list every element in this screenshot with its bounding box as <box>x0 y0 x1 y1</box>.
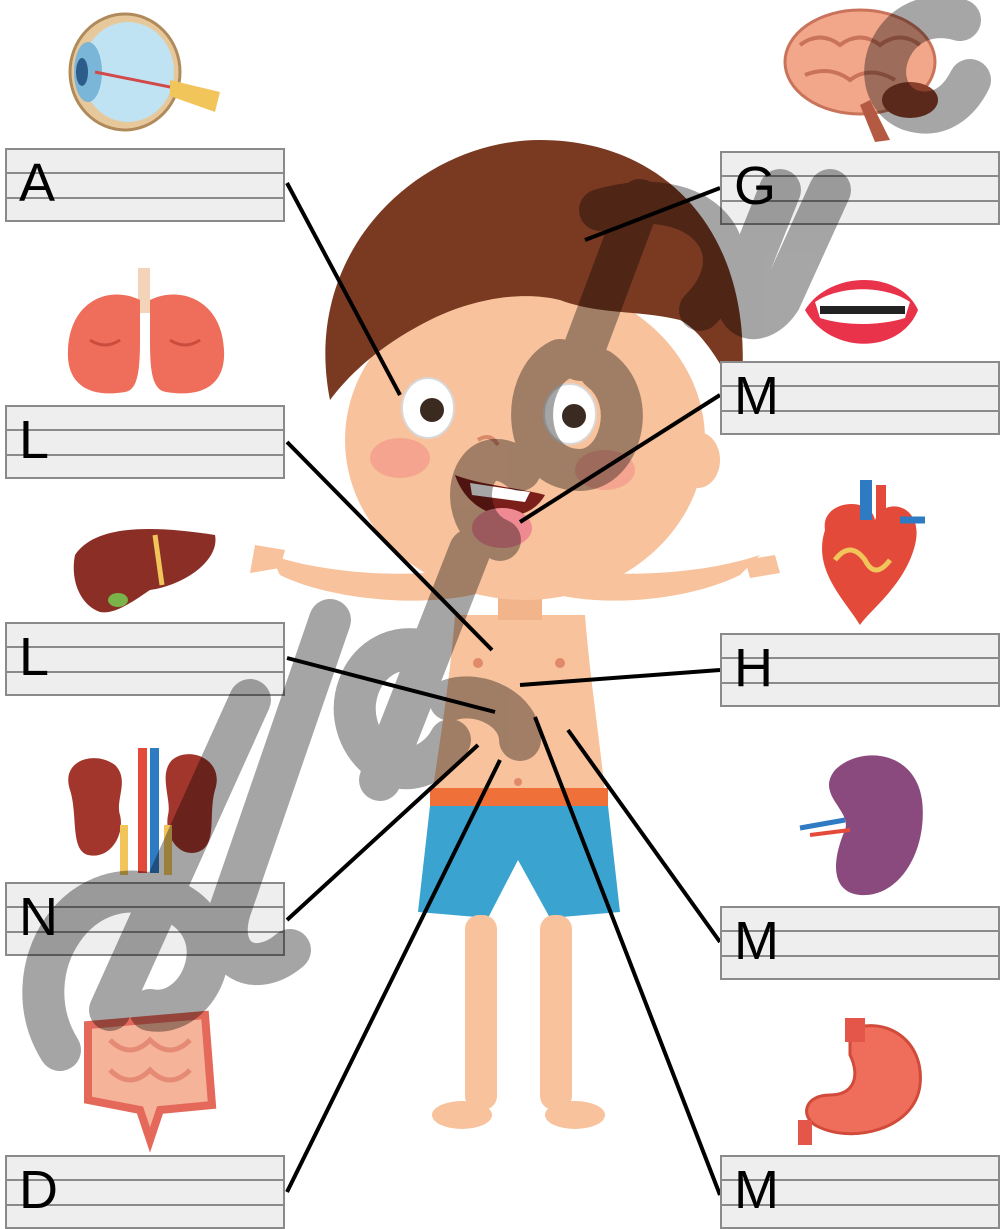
label-letter-intestines: D <box>19 1159 58 1221</box>
spleen-icon <box>800 755 923 895</box>
label-letter-lungs: L <box>19 409 49 471</box>
brain-icon <box>785 10 938 142</box>
label-box-liver[interactable]: L <box>5 622 285 696</box>
label-box-mouth[interactable]: M <box>720 361 1000 435</box>
label-box-lungs[interactable]: L <box>5 405 285 479</box>
heart-icon <box>822 480 925 625</box>
label-box-kidneys[interactable]: N <box>5 882 285 956</box>
label-letter-spleen: M <box>734 910 779 972</box>
label-letter-mouth: M <box>734 365 779 427</box>
label-letter-kidneys: N <box>19 886 58 948</box>
eye-icon <box>70 14 220 130</box>
label-letter-eye: A <box>19 152 55 214</box>
stomach-icon <box>798 1018 920 1145</box>
label-box-spleen[interactable]: M <box>720 906 1000 980</box>
liver-icon <box>74 529 216 612</box>
label-box-eye[interactable]: A <box>5 148 285 222</box>
label-letter-stomach: M <box>734 1159 779 1221</box>
mouth-icon <box>805 280 918 344</box>
intestines-icon <box>88 1015 212 1140</box>
child-figure <box>250 140 780 1129</box>
label-box-brain[interactable]: G <box>720 151 1000 225</box>
label-letter-brain: G <box>734 155 776 217</box>
label-box-heart[interactable]: H <box>720 633 1000 707</box>
label-letter-heart: H <box>734 637 773 699</box>
label-box-intestines[interactable]: D <box>5 1155 285 1229</box>
kidneys-icon <box>68 748 217 875</box>
label-letter-liver: L <box>19 626 49 688</box>
lungs-icon <box>68 268 224 393</box>
label-box-stomach[interactable]: M <box>720 1155 1000 1229</box>
